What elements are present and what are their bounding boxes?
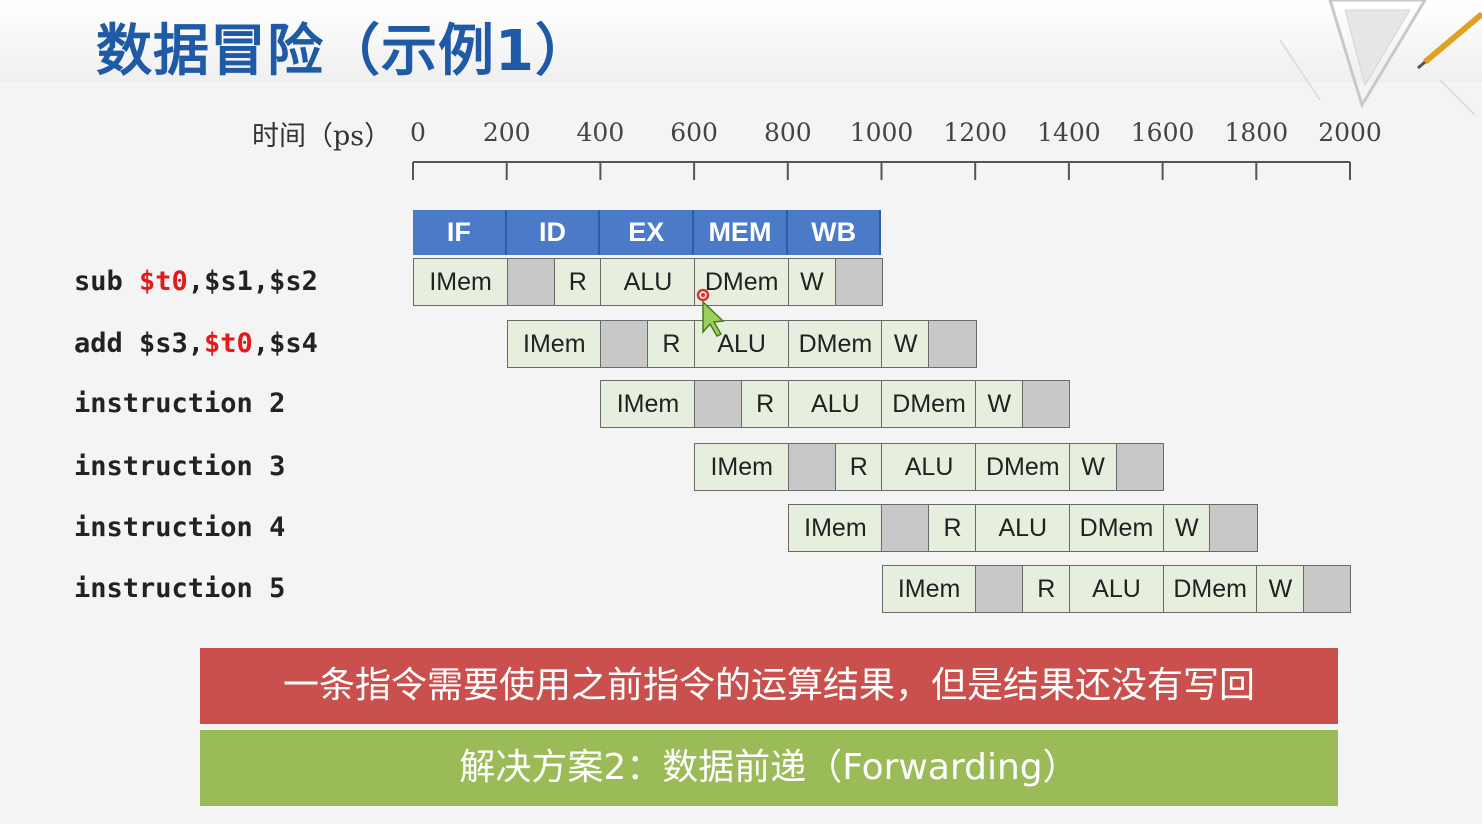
instruction-text: add $s3, — [74, 328, 205, 359]
instruction-text: ,$s1,$s2 — [187, 266, 318, 297]
wb-empty-cell — [834, 258, 883, 306]
wb-empty-cell — [1022, 380, 1071, 428]
alu-cell: ALU — [881, 443, 977, 491]
reg-read-cell: R — [740, 380, 790, 428]
instruction-text: ,$s4 — [252, 328, 318, 359]
alu-cell: ALU — [1068, 565, 1165, 613]
dmem-cell: DMem — [1068, 504, 1165, 552]
time-tick-label: 1000 — [849, 118, 914, 147]
wb-empty-cell — [1209, 504, 1258, 552]
id-empty-cell — [694, 380, 743, 428]
time-tick-label: 1800 — [1224, 118, 1289, 147]
reg-write-cell: W — [1068, 443, 1118, 491]
alu-cell: ALU — [787, 380, 883, 428]
reg-write-cell: W — [1162, 504, 1211, 552]
instruction-text: instruction 5 — [74, 573, 286, 604]
alu-cell: ALU — [694, 320, 790, 368]
imem-cell: IMem — [600, 380, 696, 428]
reg-read-cell: R — [647, 320, 696, 368]
alu-cell: ALU — [600, 258, 696, 306]
time-axis — [412, 161, 1351, 180]
hazard-register: $t0 — [139, 266, 188, 297]
time-tick-label: 400 — [576, 118, 625, 147]
id-empty-cell — [506, 258, 556, 306]
wb-empty-cell — [1303, 565, 1352, 613]
reg-read-cell: R — [553, 258, 602, 306]
wb-empty-cell — [1115, 443, 1165, 491]
instruction-label: add $s3,$t0,$s4 — [74, 328, 318, 359]
imem-cell: IMem — [413, 258, 509, 306]
reg-write-cell: W — [975, 380, 1024, 428]
instruction-label: sub $t0,$s1,$s2 — [74, 266, 318, 297]
dmem-cell: DMem — [881, 380, 977, 428]
wb-empty-cell — [928, 320, 977, 368]
instruction-label: instruction 5 — [74, 573, 285, 604]
instruction-text: sub — [74, 266, 140, 297]
solution-explanation: 解决方案2：数据前递（Forwarding） — [200, 730, 1338, 806]
reg-write-cell: W — [787, 258, 837, 306]
imem-cell: IMem — [881, 565, 977, 613]
time-tick-label: 200 — [482, 118, 531, 147]
stage-ex: EX — [600, 210, 695, 255]
instruction-label: instruction 2 — [74, 388, 285, 419]
time-tick-label: 1600 — [1130, 118, 1195, 147]
imem-cell: IMem — [694, 443, 790, 491]
reg-read-cell: R — [834, 443, 883, 491]
drafting-tools-decoration-icon — [1279, 0, 1482, 116]
instruction-label: instruction 4 — [74, 512, 285, 543]
time-tick-label: 1200 — [943, 118, 1007, 147]
time-axis-label: 时间（ps） — [252, 121, 392, 152]
imem-cell: IMem — [506, 320, 602, 368]
dmem-cell: DMem — [1162, 565, 1258, 613]
time-tick-label: 1400 — [1037, 118, 1101, 147]
reg-write-cell: W — [881, 320, 930, 368]
time-tick-label: 2000 — [1318, 118, 1382, 147]
time-tick-label: 600 — [670, 118, 718, 147]
instruction-label: instruction 3 — [74, 451, 285, 482]
stage-if: IF — [413, 210, 507, 255]
instruction-text: instruction 2 — [74, 388, 286, 419]
stage-id: ID — [506, 210, 601, 255]
id-empty-cell — [787, 443, 837, 491]
id-empty-cell — [600, 320, 649, 368]
reg-write-cell: W — [1256, 565, 1305, 613]
dmem-cell: DMem — [694, 258, 790, 306]
reg-read-cell: R — [1022, 565, 1071, 613]
imem-cell: IMem — [787, 504, 883, 552]
stage-wb: WB — [787, 210, 882, 255]
hazard-explanation: 一条指令需要使用之前指令的运算结果，但是结果还没有写回 — [200, 648, 1338, 724]
time-tick-label: 800 — [763, 118, 812, 147]
title-band — [0, 0, 1482, 82]
hazard-register: $t0 — [204, 328, 253, 359]
reg-read-cell: R — [928, 504, 977, 552]
slide-title: 数据冒险（示例1） — [96, 19, 592, 84]
dmem-cell: DMem — [787, 320, 883, 368]
alu-cell: ALU — [975, 504, 1071, 552]
instruction-text: instruction 4 — [74, 512, 286, 543]
instruction-text: instruction 3 — [74, 451, 286, 482]
stage-mem: MEM — [694, 210, 788, 255]
mouse-pointer-icon — [696, 288, 725, 337]
id-empty-cell — [881, 504, 930, 552]
dmem-cell: DMem — [975, 443, 1071, 491]
time-tick-label: 0 — [410, 118, 426, 147]
id-empty-cell — [975, 565, 1024, 613]
